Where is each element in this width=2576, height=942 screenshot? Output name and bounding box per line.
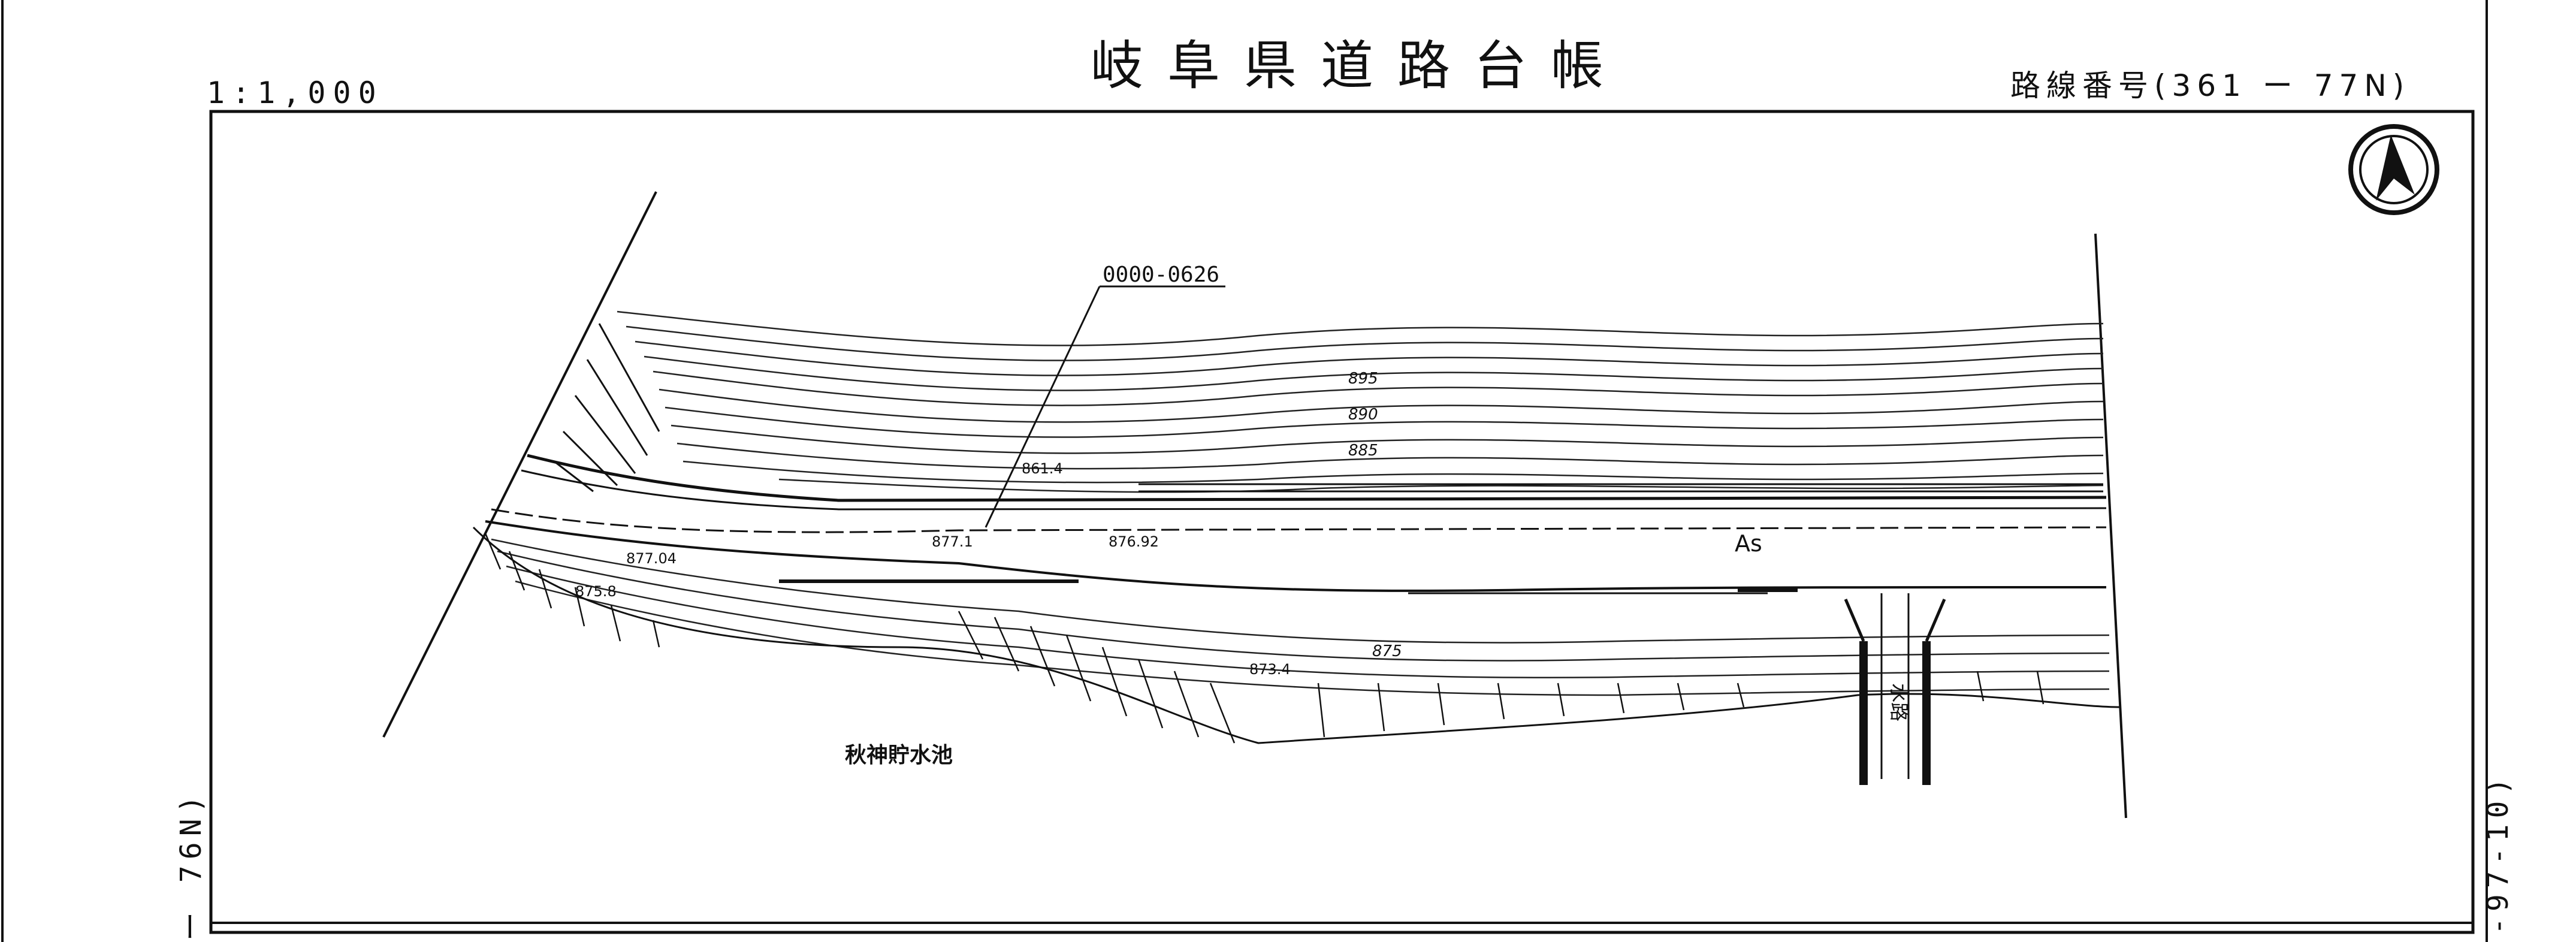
left-neighbor-label: ー 76N) [174,790,208,941]
contour-label: 875 [1372,642,1402,660]
pavement-label: As [1735,530,1762,557]
spot-elevation: 877.1 [932,533,973,550]
upper-contours [617,310,2104,493]
spot-elevation: 875.8 [575,583,617,600]
spot-elevation: 861.4 [1022,460,1063,477]
place-name: 秋神貯水池 [845,743,953,768]
contour-label: 890 [1348,406,1378,424]
map-frame [209,110,2475,934]
lower-contours [491,538,2110,696]
channel-label: 水路 [1888,683,1910,721]
right-neighbor-label: -97-10) [2481,772,2515,935]
guardrail-posts [1138,483,2103,594]
slope-hatch-upper-left [554,323,660,493]
scale-label: 1:1,000 [207,76,383,110]
marker-id: 0000-0626 [1103,262,1219,287]
marker-leader [985,285,1225,528]
contour-label: 895 [1348,370,1378,388]
spot-elevation: 873.4 [1249,661,1291,678]
bank-ticks [484,533,2045,744]
bank-hatch [472,526,2122,744]
contour-label: 885 [1348,442,1378,460]
spot-elevation: 877.04 [626,550,677,567]
water-channel [1844,593,1946,785]
road [485,454,2107,592]
north-arrow-icon [2348,124,2439,215]
route-number: 路線番号(361 ー 77N) [2010,68,2410,103]
spot-elevation: 876.92 [1109,533,1159,550]
sheet-title: 岐阜県道路台帳 [1091,35,1627,96]
